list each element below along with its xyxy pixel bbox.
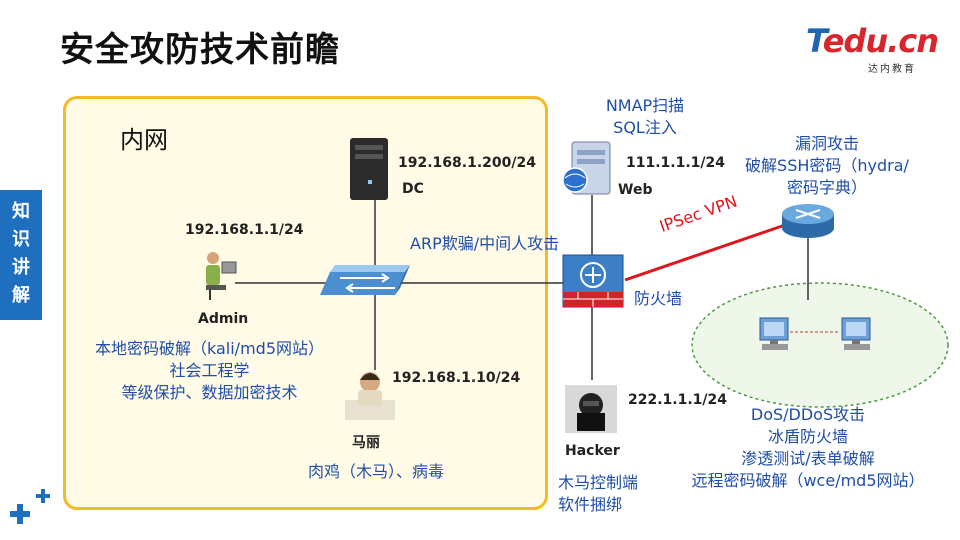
router-note: 破解SSH密码（hydra/ — [745, 156, 909, 175]
page-title: 安全攻防技术前瞻 — [60, 30, 340, 70]
ipsec-vpn-link — [624, 223, 786, 282]
remote-pc-icon — [759, 317, 789, 350]
side-tab-char: 解 — [12, 285, 30, 306]
plus-logo-icon — [10, 489, 50, 524]
logo-rest: edu.cn — [822, 22, 939, 60]
remote-note: 冰盾防火墙 — [767, 427, 848, 446]
hacker-name: Hacker — [565, 443, 620, 459]
switch-attack-label: ARP欺骗/中间人攻击 — [410, 234, 560, 253]
admin-notes: 本地密码破解（kali/md5网站） 社会工程学 等级保护、数据加密技术 — [72, 338, 347, 404]
web-name: Web — [618, 182, 653, 198]
hacker-notes: 木马控制端 软件捆绑 — [558, 472, 638, 516]
router-icon — [782, 204, 834, 238]
hacker-note: 软件捆绑 — [558, 495, 623, 514]
remote-network-cloud — [691, 282, 949, 408]
router-note: 漏洞攻击 — [794, 134, 859, 153]
hacker-icon — [565, 385, 617, 433]
mali-ip: 192.168.1.10/24 — [392, 370, 521, 386]
remote-note: DoS/DDoS攻击 — [750, 405, 866, 424]
logo-prefix: T — [806, 22, 824, 60]
intranet-zone — [63, 96, 548, 510]
side-tab-char: 知 — [12, 201, 30, 222]
admin-note: 等级保护、数据加密技术 — [121, 383, 298, 402]
remote-notes: DoS/DDoS攻击 冰盾防火墙 渗透测试/表单破解 远程密码破解（wce/md… — [668, 404, 948, 492]
admin-note: 本地密码破解（kali/md5网站） — [95, 339, 324, 358]
router-notes: 漏洞攻击 破解SSH密码（hydra/ 密码字典） — [722, 133, 932, 199]
web-server-icon — [562, 141, 611, 195]
router-note: 密码字典） — [786, 178, 867, 197]
admin-name: Admin — [198, 311, 249, 327]
side-tab-char: 识 — [12, 229, 30, 250]
knowledge-tab: 知 识 讲 解 — [0, 190, 42, 320]
admin-ip: 192.168.1.1/24 — [185, 222, 304, 238]
hacker-note: 木马控制端 — [558, 473, 639, 492]
mali-name: 马丽 — [352, 435, 380, 451]
logo-subtitle: 达内教育 — [868, 64, 916, 75]
dc-ip: 192.168.1.200/24 — [398, 155, 536, 171]
firewall-icon — [562, 254, 624, 308]
dc-server-icon — [350, 138, 388, 200]
switch-icon — [320, 265, 410, 295]
remote-pc-icon — [841, 317, 871, 350]
dc-name: DC — [402, 181, 424, 197]
mali-note: 肉鸡（木马）、病毒 — [308, 462, 445, 481]
web-attack: NMAP扫描 — [605, 96, 685, 115]
side-tab-char: 讲 — [12, 257, 30, 278]
admin-note: 社会工程学 — [169, 361, 250, 380]
tedu-logo: Tedu.cn 达内教育 — [806, 22, 939, 75]
remote-note: 渗透测试/表单破解 — [741, 449, 875, 468]
admin-person-icon — [206, 252, 237, 300]
intranet-label: 内网 — [120, 126, 168, 154]
web-ip: 111.1.1.1/24 — [626, 155, 725, 171]
remote-note: 远程密码破解（wce/md5网站） — [691, 471, 925, 490]
mali-person-icon — [345, 372, 395, 420]
hacker-ip: 222.1.1.1/24 — [628, 392, 727, 408]
firewall-label: 防火墙 — [634, 289, 683, 308]
web-attack: SQL注入 — [613, 118, 677, 137]
web-attacks: NMAP扫描 SQL注入 — [590, 95, 700, 139]
